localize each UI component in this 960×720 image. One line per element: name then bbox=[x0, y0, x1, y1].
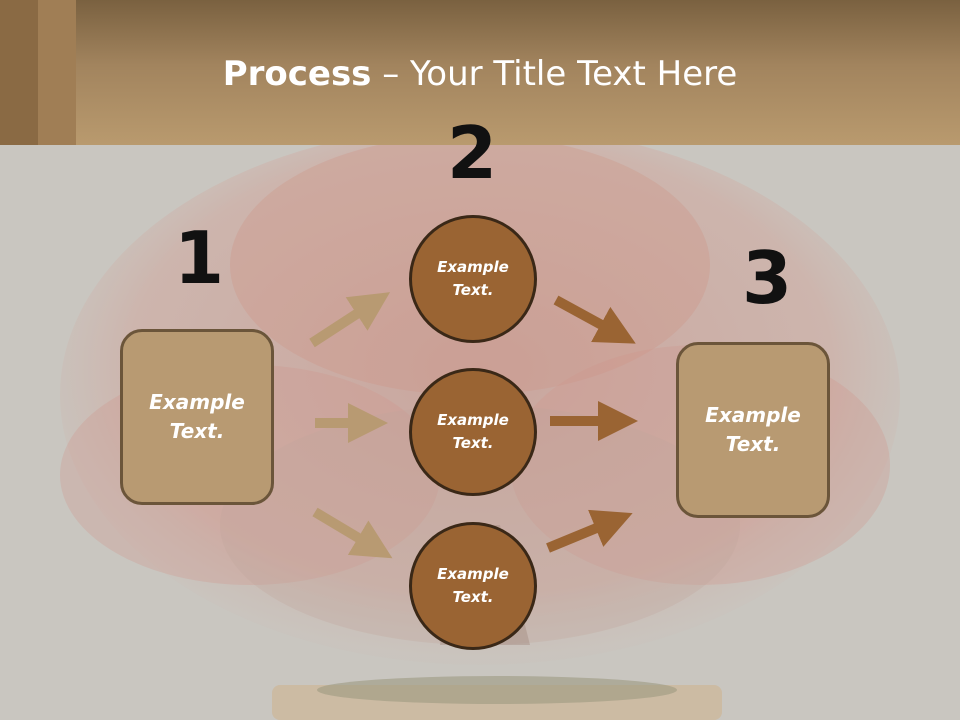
slide-title-bold: Process bbox=[222, 54, 372, 94]
step-1-box[interactable]: Example Text. bbox=[120, 329, 274, 505]
step-2-circle-middle-text: Example Text. bbox=[437, 411, 509, 452]
step-3-box[interactable]: Example Text. bbox=[676, 342, 830, 518]
step-3-box-text: Example Text. bbox=[705, 403, 801, 456]
title-bar-accent-band bbox=[38, 0, 76, 145]
step-number-1: 1 bbox=[173, 216, 225, 300]
slide-title[interactable]: Process – Your Title Text Here bbox=[0, 52, 960, 96]
step-2-circle-bottom[interactable]: Example Text. bbox=[409, 522, 537, 650]
step-2-circle-middle[interactable]: Example Text. bbox=[409, 368, 537, 496]
step-number-2: 2 bbox=[446, 111, 498, 195]
step-2-circle-bottom-text: Example Text. bbox=[437, 565, 509, 606]
step-2-circle-top-text: Example Text. bbox=[437, 258, 509, 299]
step-2-circle-top[interactable]: Example Text. bbox=[409, 215, 537, 343]
title-bar-accent-band bbox=[0, 0, 38, 145]
step-number-3: 3 bbox=[741, 236, 793, 320]
slide-title-rest: – Your Title Text Here bbox=[371, 54, 738, 94]
step-1-box-text: Example Text. bbox=[149, 390, 245, 443]
title-bar bbox=[0, 0, 960, 145]
